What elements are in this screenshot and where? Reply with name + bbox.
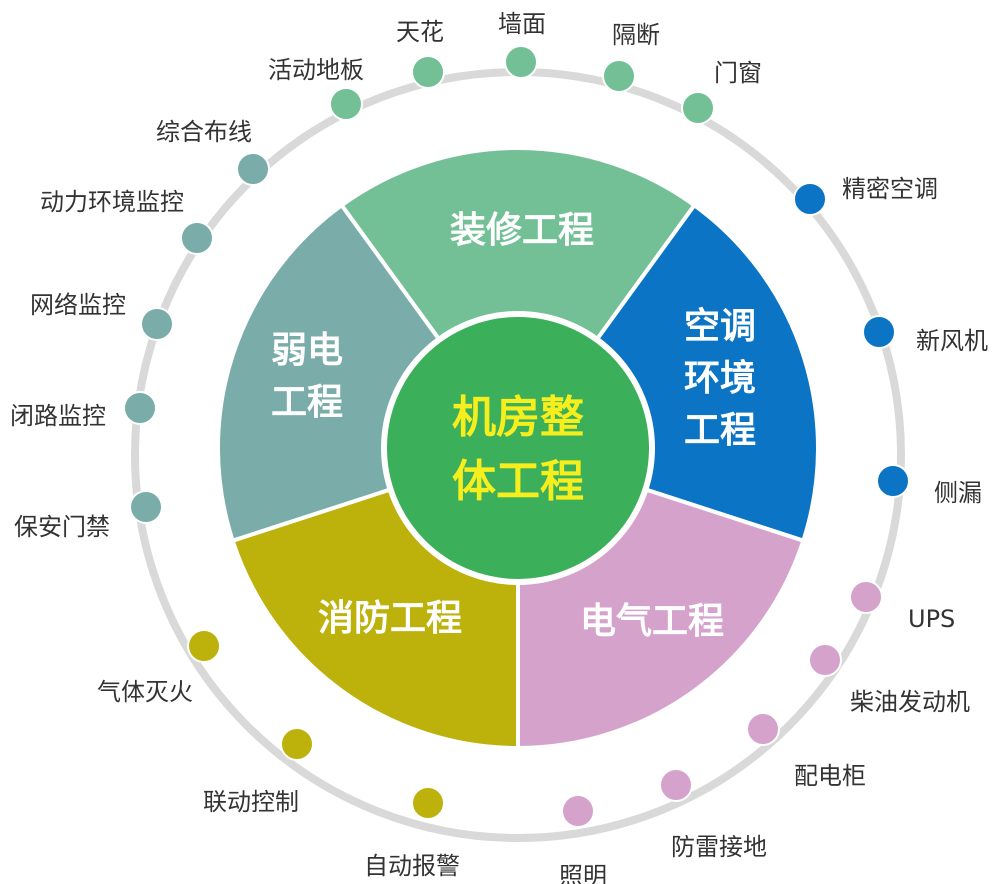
segment-label-weak-1: 弱电: [271, 330, 343, 371]
node-label: 闭路监控: [10, 402, 106, 430]
segment-label-electrical-1: 电气工程: [580, 601, 724, 642]
node-dot: [808, 643, 842, 677]
node-label: 保安门禁: [14, 513, 110, 541]
center-label-line-2: 体工程: [452, 456, 584, 507]
node-label: 活动地板: [268, 56, 364, 84]
node-dot: [849, 580, 883, 614]
node-dot: [329, 87, 363, 121]
segment-label-weak-2: 工程: [271, 382, 343, 423]
node-dot: [280, 727, 314, 761]
node-label: 墙面: [498, 10, 546, 38]
node-dot: [746, 712, 780, 746]
node-dot: [411, 55, 445, 89]
node-label: 网络监控: [30, 291, 126, 319]
node-dot: [681, 91, 715, 125]
node-dot: [876, 464, 910, 498]
node-label: 联动控制: [203, 788, 299, 816]
node-label: 新风机: [916, 327, 988, 355]
node-label: 综合布线: [156, 118, 252, 146]
node-dot: [602, 59, 636, 93]
segment-label-fire-1: 消防工程: [318, 598, 462, 639]
node-dot: [236, 152, 270, 186]
node-label: 照明: [559, 862, 607, 884]
center-label-line-1: 机房整: [452, 392, 584, 443]
node-dot: [180, 221, 214, 255]
node-label: 自动报警: [364, 852, 460, 880]
segment-label-decoration-1: 装修工程: [450, 210, 594, 251]
center-circle: [381, 311, 655, 585]
node-label: 柴油发动机: [850, 688, 970, 716]
node-dot: [411, 786, 445, 820]
node-dot: [140, 307, 174, 341]
segment-label-hvac-3: 工程: [684, 410, 756, 451]
node-label: 隔断: [612, 21, 660, 49]
segment-label-hvac-2: 环境: [684, 358, 756, 399]
node-dot: [862, 315, 896, 349]
node-label: 侧漏: [934, 479, 982, 507]
node-dot: [659, 768, 693, 802]
node-dot: [129, 490, 163, 524]
node-dot: [793, 182, 827, 216]
node-label: 天花: [396, 18, 444, 46]
node-dot: [123, 391, 157, 425]
node-dot: [187, 629, 221, 663]
segment-label-hvac-1: 空调: [684, 306, 756, 347]
node-label: 气体灭火: [97, 678, 193, 706]
node-label: UPS: [908, 605, 955, 633]
node-label: 精密空调: [842, 175, 938, 203]
node-label: 动力环境监控: [40, 188, 184, 216]
node-label: 防雷接地: [671, 833, 767, 861]
node-dot: [561, 794, 595, 828]
node-label: 配电柜: [794, 762, 866, 790]
node-label: 门窗: [714, 59, 762, 87]
node-dot: [504, 45, 538, 79]
